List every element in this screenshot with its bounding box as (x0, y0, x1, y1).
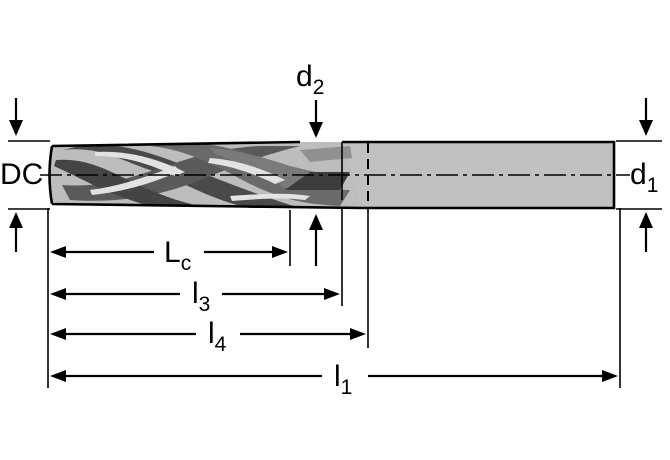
shank-outline (342, 140, 616, 210)
lc-label: Lc (164, 236, 191, 275)
l4-dimension (50, 328, 366, 340)
end-mill-drawing (40, 140, 630, 210)
d2-dimension (309, 100, 323, 266)
flute-highlights (90, 151, 310, 201)
extension-lines (8, 140, 662, 388)
d1-label: d1 (630, 158, 658, 197)
dc-dimension (9, 98, 23, 252)
d2-label: d2 (296, 60, 324, 99)
d1-dimension (639, 98, 653, 252)
l4-label: l4 (208, 317, 227, 356)
l3-dimension (50, 288, 340, 300)
l1-label: l1 (334, 360, 352, 399)
l1-dimension (50, 370, 618, 382)
dc-label: DC (0, 158, 43, 191)
l3-label: l3 (192, 277, 210, 316)
lc-dimension (50, 246, 288, 258)
